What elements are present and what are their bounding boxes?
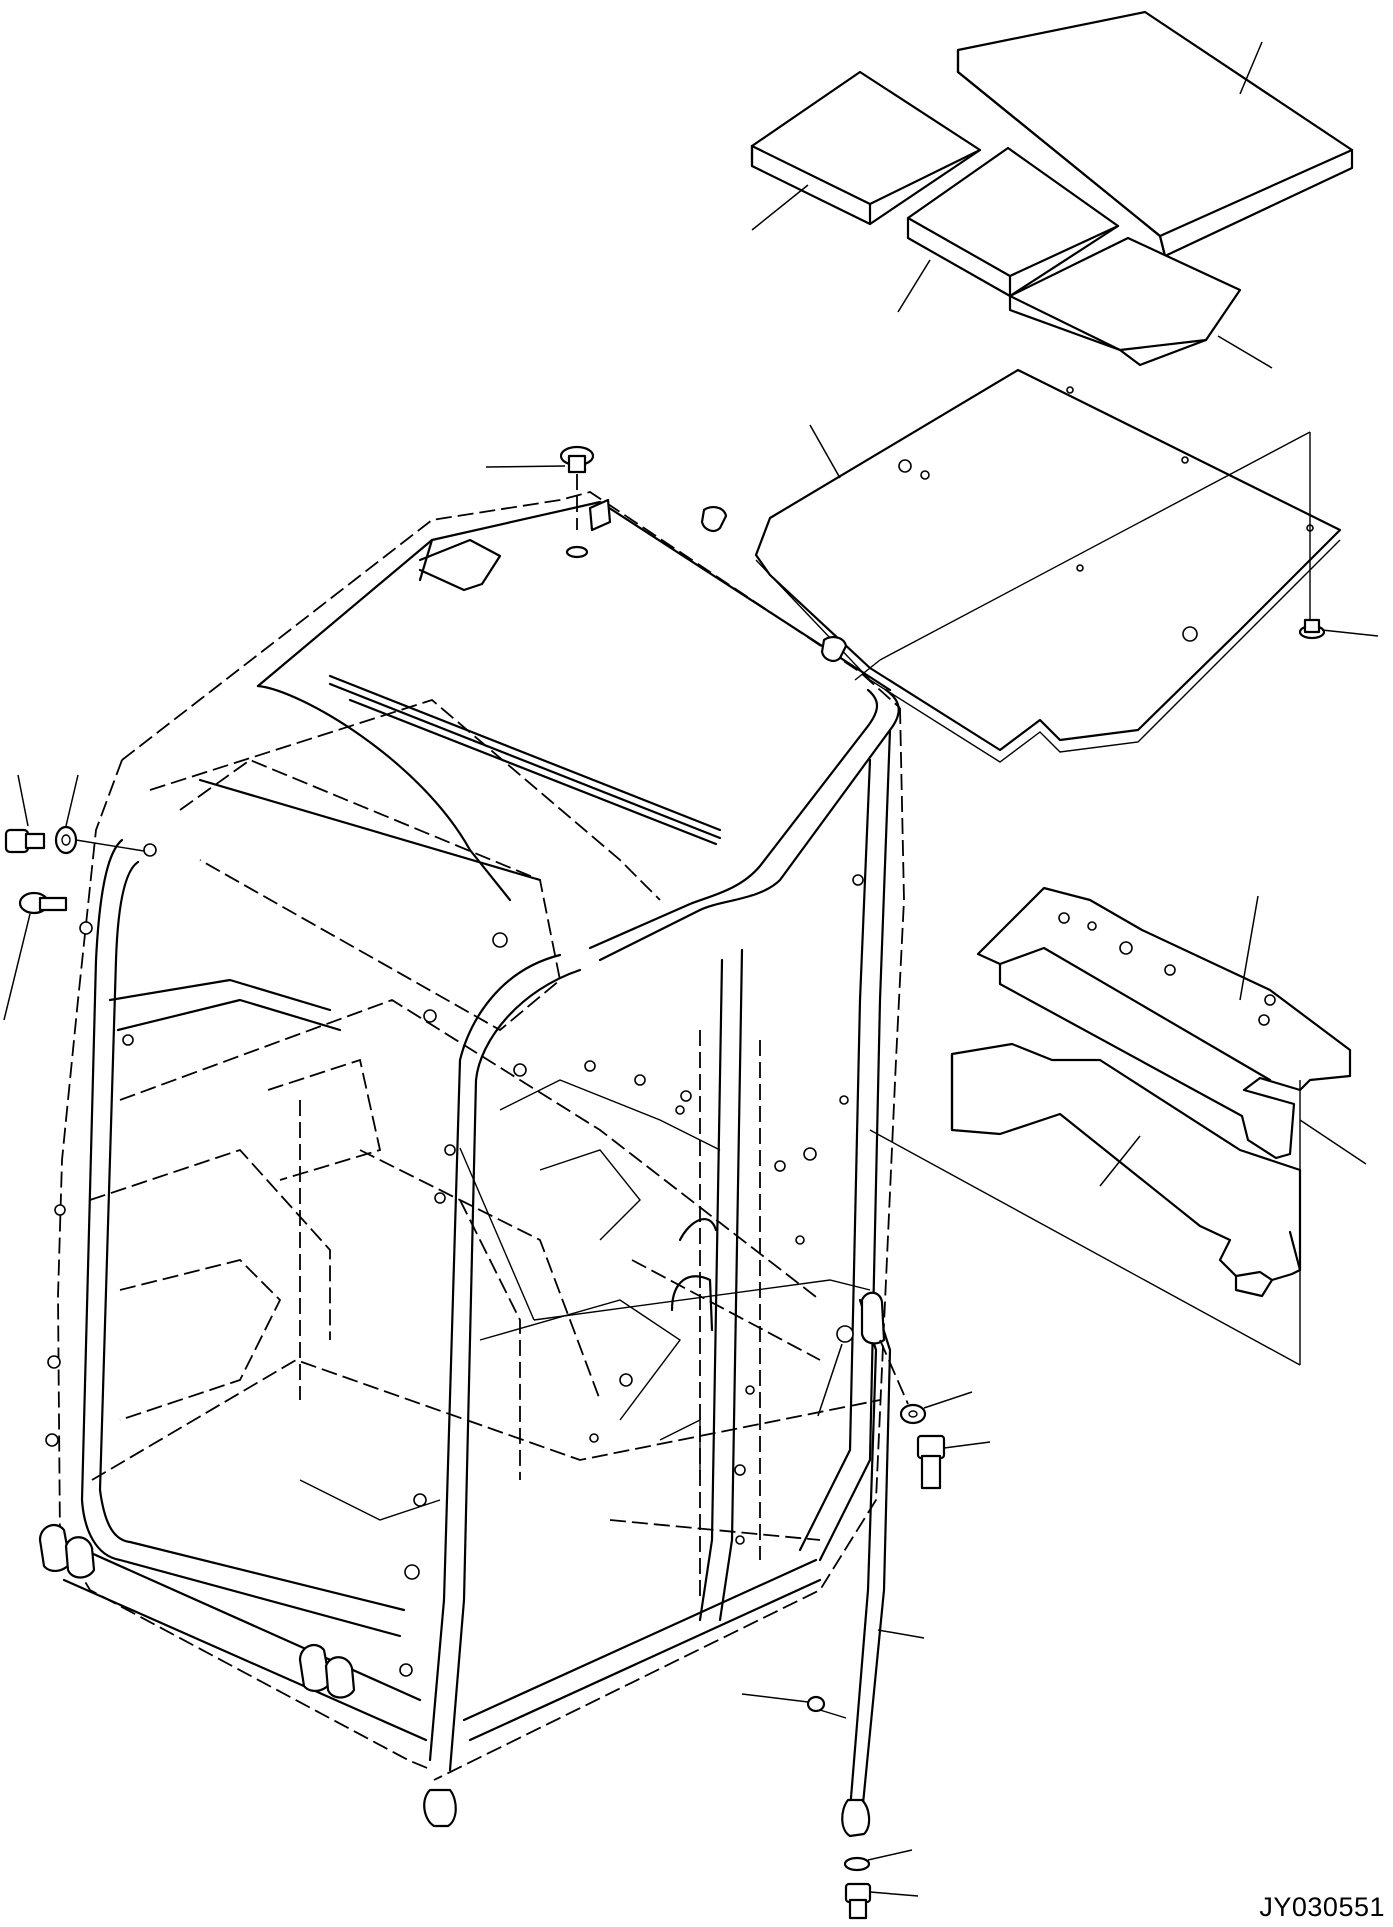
brace-clip-lower — [741, 1693, 847, 1719]
cab-frame-bosses — [45, 843, 864, 1677]
leader-line-roof-pad-long — [1239, 41, 1263, 95]
drawing-id-label: JY030551 — [1259, 1892, 1385, 1922]
roof-pad-center — [897, 146, 1120, 313]
leader-line-side-mat-lower — [1099, 1135, 1141, 1187]
side-mat-upper — [976, 886, 1352, 1160]
leader-line-roof-liner — [809, 424, 841, 479]
rear-brace-strap — [459, 1147, 925, 1838]
cab-frame-structure — [38, 498, 900, 1828]
roof-pad-left — [750, 70, 982, 231]
side-screw-left — [3, 891, 68, 1021]
side-washer-left — [54, 774, 151, 855]
brace-bolt-upper — [916, 1434, 991, 1490]
brace-pin-mid — [817, 1325, 854, 1417]
leader-line-side-mat-upper — [1239, 895, 1259, 1001]
side-mat-lower — [950, 1042, 1302, 1298]
leader-line-roof-pad-left — [751, 184, 809, 231]
leader-line-side-mat-pin — [1299, 1119, 1367, 1165]
brace-washer-lower — [843, 1849, 913, 1872]
roof-pad-long — [956, 10, 1354, 258]
leader-line-roof-pad-center — [897, 259, 931, 313]
side-bolt-left — [4, 774, 46, 854]
cab-body-outline — [57, 491, 905, 1781]
roof-bolt-top — [485, 445, 595, 559]
leader-line-brace — [877, 1629, 925, 1639]
brace-bolt-lower — [844, 1882, 919, 1920]
leader-line-roof-pad-right — [1217, 335, 1273, 369]
roof-clip — [1298, 618, 1379, 640]
brace-washer-upper — [879, 1339, 973, 1425]
roof-liner-plate — [754, 368, 1379, 763]
roof-pad-right — [1008, 236, 1273, 369]
